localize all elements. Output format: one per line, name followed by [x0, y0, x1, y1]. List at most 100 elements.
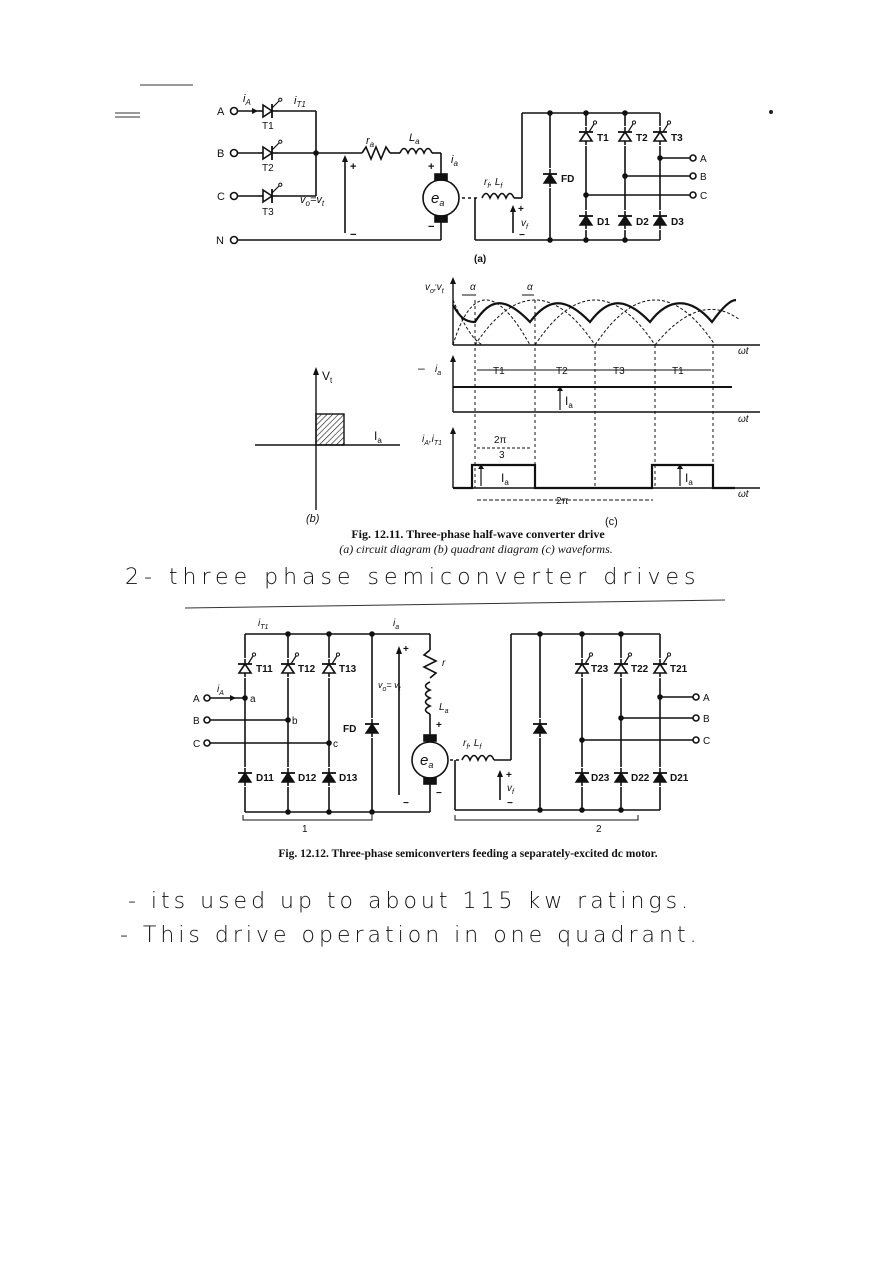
fig2-ia-label: iA — [217, 684, 224, 697]
svg-text:−: − — [428, 221, 434, 233]
fig1-quadrant-diagram — [255, 367, 400, 510]
svg-text:−: − — [507, 798, 513, 809]
fig2-input-c: C — [193, 739, 200, 750]
svg-text:−: − — [403, 798, 409, 809]
wave-pulse2-label: Ia — [685, 471, 693, 487]
svg-text:+: + — [518, 204, 524, 215]
fig1-thyristor-t1-symbol — [257, 97, 283, 119]
period-t1b: T1 — [672, 366, 684, 377]
fig1-field-label: rf, Lf — [484, 177, 503, 190]
svg-text:+: + — [428, 161, 434, 173]
fig1-field-circuit — [462, 110, 697, 243]
fig1-ra-label: ra — [366, 135, 375, 149]
fig2-d23-label: D23 — [591, 773, 610, 784]
fig2-node-a: a — [250, 694, 256, 705]
fig2-d13-label: D13 — [339, 773, 358, 784]
fig1-t3-label: T3 — [262, 207, 274, 218]
fig2-ea-label: ea — [420, 752, 433, 770]
fig2-caption: Fig. 12.12. Three-phase semiconverters f… — [278, 848, 657, 860]
fig2-vo-label: vo= vt — [378, 680, 402, 693]
fig1-out-a: A — [700, 154, 707, 165]
fig2-input-a: A — [193, 694, 200, 705]
fig1-thyristor-t2-symbol — [257, 139, 283, 161]
fig1-input-a: A — [217, 106, 225, 118]
fig2-t22-label: T22 — [631, 664, 649, 675]
fig1-label-b: (b) — [306, 513, 320, 525]
wt-label-3: ωt — [738, 489, 750, 500]
fig1-bridge-t3-label: T3 — [671, 133, 683, 144]
fig2-group-1: 1 — [302, 824, 308, 835]
svg-text:–: – — [418, 361, 425, 375]
alpha-label-2: α — [527, 282, 533, 293]
fig1-field-labels: FD T1 T2 T3 D1 D2 D3 A B C rf, Lf vf + −… — [474, 133, 707, 265]
fig2-out-c: C — [703, 736, 710, 747]
fig1-input-n: N — [216, 235, 224, 247]
alpha-label-1: α — [470, 282, 476, 293]
fig1-la-label: La — [409, 132, 420, 146]
fig2-field-label: rf, Lf — [463, 738, 482, 751]
fig1-vo-label: vo=vt — [300, 194, 325, 208]
two-pi-label: 2π — [556, 496, 569, 507]
fig2-la-label: La — [439, 702, 449, 715]
fig2-d11-label: D11 — [256, 773, 274, 784]
wave-vo-label: vo;vt — [425, 282, 445, 295]
wave-it1-label: iA,iT1 — [422, 434, 442, 447]
fig2-ia-top-label: ia — [393, 618, 399, 631]
svg-text:+: + — [436, 720, 442, 731]
quadrant-ia-label: Ia — [374, 429, 382, 445]
fig1-bridge-d3-label: D3 — [671, 217, 684, 228]
fig1-left-labels: A B C N iA iT1 T1 T2 T3 ra La ia ea + − … — [216, 93, 458, 247]
fig1-input-c: C — [217, 191, 225, 203]
svg-text:−: − — [436, 788, 442, 799]
fig2-it1-label: iT1 — [258, 618, 269, 631]
fig1-ia-motor-label: ia — [451, 154, 458, 168]
fig1-quadrant-labels: Vt Ia (b) — [306, 369, 382, 525]
fig2-out-a: A — [703, 693, 710, 704]
fig1-out-c: C — [700, 191, 707, 202]
fig1-vf-label: vf — [521, 218, 529, 231]
svg-text:+: + — [506, 770, 512, 781]
fig2-t23-label: T23 — [591, 664, 609, 675]
fig2-group-2: 2 — [596, 824, 602, 835]
fig2-node-c: c — [333, 739, 338, 750]
note-2: - This drive operation in one quadrant. — [120, 923, 701, 948]
fig2-fd-label: FD — [343, 724, 356, 735]
fig1-half-wave-circuit — [229, 106, 460, 245]
wave-pulse1-label: Ia — [501, 471, 509, 487]
fig2-input-b: B — [193, 716, 200, 727]
fig1-bridge-t2-label: T2 — [636, 133, 648, 144]
fig2-d12-label: D12 — [298, 773, 317, 784]
fig2-node-b: b — [292, 716, 298, 727]
fig2-out-b: B — [703, 714, 710, 725]
svg-text:+: + — [350, 161, 356, 173]
fig1-bridge-t1-label: T1 — [597, 133, 609, 144]
fig1-fd-label: FD — [561, 174, 574, 185]
fig1-ea-label: ea — [431, 190, 444, 208]
fig1-input-b: B — [217, 148, 224, 160]
margin-marks — [115, 84, 773, 118]
fig1-thyristor-t3-symbol — [257, 182, 283, 204]
fig2-d22-label: D22 — [631, 773, 650, 784]
fig2-r-label: r — [442, 658, 446, 669]
fig2-t21-label: T21 — [670, 664, 688, 675]
fig2-t13-label: T13 — [339, 664, 357, 675]
fig1-waveforms — [450, 277, 760, 501]
svg-text:−: − — [519, 230, 525, 241]
fig1-out-b: B — [700, 172, 707, 183]
two-pi-3-num: 2π — [494, 435, 507, 446]
fig2-t11-label: T11 — [256, 664, 273, 675]
fig1-waveform-labels: vo;vt α α ωt ia – T1 T2 T3 T1 Ia ωt iA,i… — [418, 282, 750, 528]
fig1-ia-label: iA — [243, 93, 251, 107]
fig2-labels: iT1 ia T11 T12 T13 D11 D12 D13 A B C iA … — [193, 618, 710, 835]
fig1-t1-label: T1 — [262, 121, 274, 132]
wt-label-1: ωt — [738, 346, 750, 357]
quadrant-vt-label: Vt — [322, 369, 333, 385]
wave-ia-label: ia — [435, 364, 441, 377]
period-t3: T3 — [613, 366, 625, 377]
fig1-caption-sub: (a) circuit diagram (b) quadrant diagram… — [339, 542, 613, 556]
fig1-t2-label: T2 — [262, 163, 274, 174]
wt-label-2: ωt — [738, 414, 750, 425]
fig1-label-c: (c) — [605, 516, 618, 528]
fig1-caption: Fig. 12.11. Three-phase half-wave conver… — [339, 527, 613, 556]
